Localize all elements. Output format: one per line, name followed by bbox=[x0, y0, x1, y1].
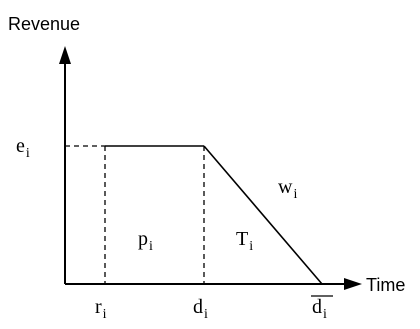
label-w: wi bbox=[278, 176, 297, 202]
x-axis-label: Time bbox=[366, 275, 405, 295]
x-axis-arrowhead bbox=[344, 278, 362, 290]
y-axis-label: Revenue bbox=[8, 14, 80, 34]
label-p: pi bbox=[138, 228, 153, 254]
label-d-bar: di bbox=[312, 296, 327, 322]
label-d: di bbox=[193, 296, 208, 322]
label-e: ei bbox=[16, 135, 30, 161]
label-T: Ti bbox=[236, 228, 253, 254]
y-axis-arrowhead bbox=[59, 46, 71, 64]
label-r: ri bbox=[95, 296, 107, 322]
revenue-decline-line bbox=[203, 145, 323, 285]
